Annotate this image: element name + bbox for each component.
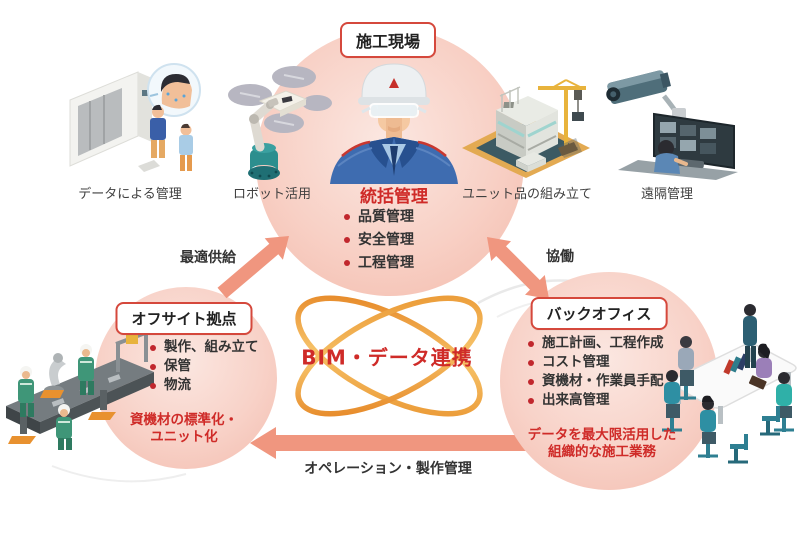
site-management-list: 品質管理 安全管理 工程管理 (344, 208, 414, 277)
back-office-label: バックオフィス (530, 297, 668, 330)
offsite-highlight-line2: ユニット化 (150, 429, 218, 445)
supervision-heading: 統括管理 (360, 187, 428, 207)
remote-monitoring-illustration (606, 70, 738, 180)
bim-data-link-label: BIM・データ連携 (301, 345, 473, 370)
site-manager-illustration (330, 63, 458, 184)
list-item: 品質管理 (344, 208, 414, 226)
list-item: 出来高管理 (528, 391, 664, 410)
meeting-office-illustration (662, 304, 797, 464)
factory-line-illustration (6, 330, 154, 450)
supply-arrow-label: 最適供給 (180, 250, 236, 266)
backoffice-highlight-line2: 組織的な施工業務 (548, 444, 656, 460)
backoffice-highlight: データを最大限活用した 組織的な施工業務 (528, 427, 677, 461)
list-item: コスト管理 (528, 353, 664, 372)
operation-arrow-label: オペレーション・製作管理 (304, 461, 472, 477)
collaboration-arrow-label: 協働 (546, 249, 574, 265)
list-item: 物流 (150, 376, 259, 395)
caption-robot: ロボット活用 (232, 187, 312, 202)
caption-unit-assembly: ユニット品の組み立て (461, 187, 593, 202)
list-item: 施工計画、工程作成 (528, 334, 664, 353)
caption-remote: 遠隔管理 (640, 187, 694, 202)
robot-drone-illustration (228, 66, 332, 180)
list-item: 工程管理 (344, 254, 414, 272)
list-item: 資機材・作業員手配 (528, 372, 664, 391)
offsite-task-list: 製作、組み立て 保管 物流 (150, 338, 259, 395)
backoffice-task-list: 施工計画、工程作成 コスト管理 資機材・作業員手配 出来高管理 (528, 334, 664, 410)
infinity-orbit-icon (295, 295, 483, 417)
offsite-highlight: 資機材の標準化・ ユニット化 (130, 412, 238, 446)
caption-data-management: データによる管理 (78, 187, 182, 202)
unit-building-illustration (462, 79, 590, 178)
offsite-highlight-line1: 資機材の標準化・ (130, 412, 238, 428)
face-recognition-illustration (69, 63, 201, 172)
supply-arrow (217, 236, 289, 299)
list-item: 保管 (150, 357, 259, 376)
construction-site-label: 施工現場 (339, 22, 437, 58)
backoffice-highlight-line1: データを最大限活用した (527, 427, 677, 443)
collaboration-arrow (487, 237, 549, 299)
offsite-base-label: オフサイト拠点 (115, 302, 253, 335)
list-item: 製作、組み立て (150, 338, 259, 357)
list-item: 安全管理 (344, 231, 414, 249)
